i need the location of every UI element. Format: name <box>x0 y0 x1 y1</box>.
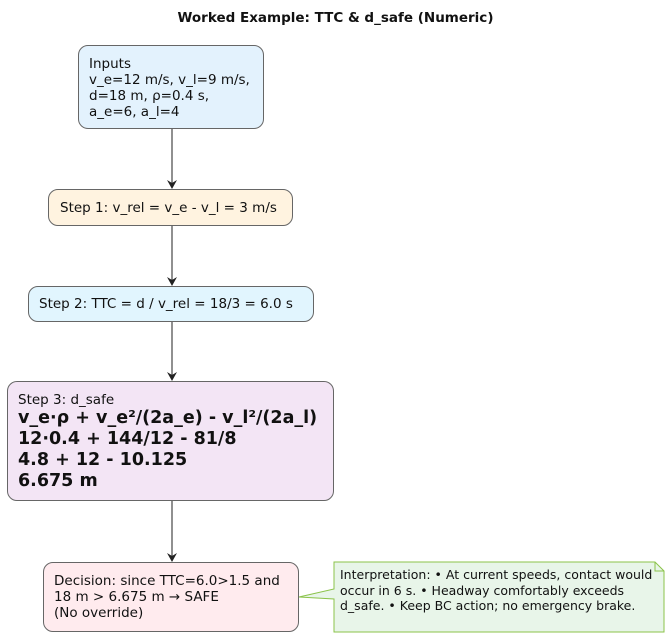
step2-text: Step 2: TTC = d / v_rel = 18/3 = 6.0 s <box>39 296 293 312</box>
inputs-line: Inputs <box>89 56 131 72</box>
interpretation-note: Interpretation: • At current speeds, con… <box>340 567 671 614</box>
step3-formula-line: 4.8 + 12 - 10.125 <box>18 450 188 470</box>
decision-node: Decision: since TTC=6.0>1.5 and 18 m > 6… <box>43 562 299 632</box>
step2-node: Step 2: TTC = d / v_rel = 18/3 = 6.0 s <box>28 286 314 322</box>
interpretation-note-shape <box>298 561 665 633</box>
step3-node: Step 3: d_safe v_e·ρ + v_e²/(2a_e) - v_l… <box>7 381 334 501</box>
inputs-line: a_e=6, a_l=4 <box>89 104 180 120</box>
note-folded-corner <box>654 562 664 572</box>
inputs-node: Inputs v_e=12 m/s, v_l=9 m/s, d=18 m, ρ=… <box>78 45 264 129</box>
note-line: • Keep BC action; no emergency brake. <box>388 598 636 613</box>
note-line: Interpretation: <box>340 567 431 582</box>
note-line: • Headway comfortably exceeds d_safe. <box>340 582 625 614</box>
note-line: • At current speeds, contact would occur… <box>340 567 653 598</box>
inputs-line: v_e=12 m/s, v_l=9 m/s, <box>89 72 250 88</box>
step3-heading: Step 3: d_safe <box>18 392 115 408</box>
diagram-title: Worked Example: TTC & d_safe (Numeric) <box>177 10 494 26</box>
step3-formula-line: 12·0.4 + 144/12 - 81/8 <box>18 429 237 449</box>
step1-text: Step 1: v_rel = v_e - v_l = 3 m/s <box>60 200 277 216</box>
step3-result: 6.675 m <box>18 471 98 491</box>
decision-line: (No override) <box>54 605 144 621</box>
step3-formula-line: v_e·ρ + v_e²/(2a_e) - v_l²/(2a_l) <box>18 408 318 428</box>
decision-line: Decision: since TTC=6.0>1.5 and <box>54 573 280 589</box>
inputs-line: d=18 m, ρ=0.4 s, <box>89 88 210 104</box>
decision-line: 18 m > 6.675 m → SAFE <box>54 589 219 605</box>
step1-node: Step 1: v_rel = v_e - v_l = 3 m/s <box>48 189 293 226</box>
